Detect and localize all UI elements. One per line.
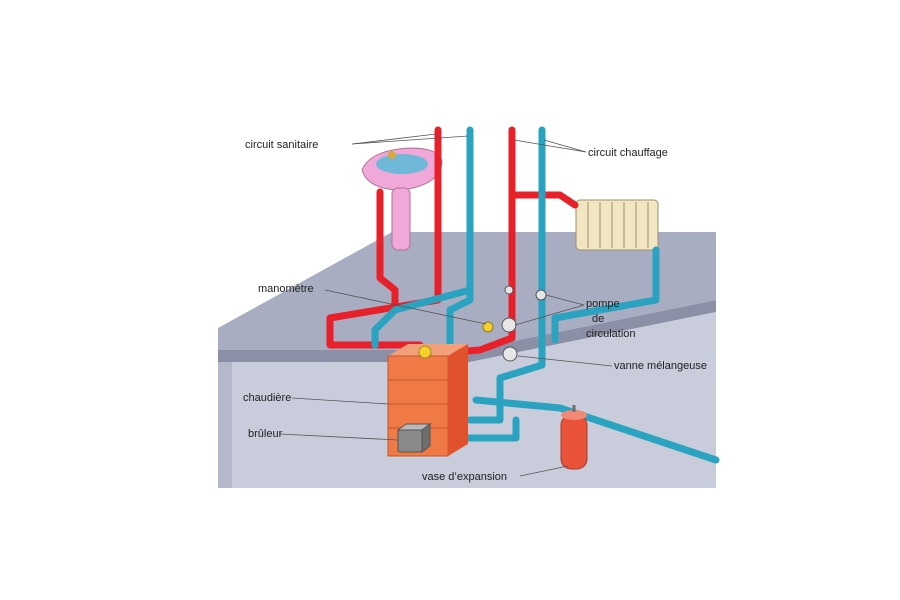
radiator xyxy=(575,199,659,251)
hot-sanitary-riser xyxy=(326,126,442,349)
manometer-icon xyxy=(482,321,494,333)
cold-main-return xyxy=(472,396,720,464)
hot-basin-feed xyxy=(376,188,399,309)
label-pompe-line2: de xyxy=(592,313,604,325)
circulation-pump-icon xyxy=(501,317,517,333)
label-vanne-melangeuse: vanne mélangeuse xyxy=(614,360,707,372)
washbasin xyxy=(361,147,443,251)
label-circuit-sanitaire: circuit sanitaire xyxy=(245,139,318,151)
label-pompe-line1: pompe xyxy=(586,298,620,310)
leader-lines xyxy=(279,133,613,477)
label-vase-expansion: vase d’expansion xyxy=(422,471,507,483)
boiler-flue-icon xyxy=(418,345,432,359)
tap-icon xyxy=(388,151,396,159)
basin-water xyxy=(376,154,428,174)
cold-radiator-return xyxy=(551,246,660,344)
basement-wall-shade xyxy=(218,362,232,488)
diagram-labels: circuit sanitaire circuit chauffage mano… xyxy=(243,139,707,483)
boiler-side xyxy=(448,344,468,456)
burner xyxy=(396,423,432,453)
mixing-valve-icon xyxy=(502,346,518,362)
label-pompe-line3: circulation xyxy=(586,328,636,340)
label-manometre: manomètre xyxy=(258,283,314,295)
cold-heating-riser xyxy=(466,126,546,424)
cold-boiler-return xyxy=(464,416,520,442)
basin-pedestal xyxy=(391,187,411,251)
label-circuit-chauffage: circuit chauffage xyxy=(588,147,668,159)
cold-basin-feed xyxy=(371,286,474,349)
hot-radiator-feed xyxy=(508,191,579,209)
floor-edge xyxy=(218,300,716,362)
expansion-vessel xyxy=(560,405,588,470)
label-chaudiere: chaudière xyxy=(243,392,291,404)
cold-pipes xyxy=(371,126,720,464)
cold-sanitary-riser xyxy=(446,126,474,364)
label-bruleur: brûleur xyxy=(248,428,283,440)
